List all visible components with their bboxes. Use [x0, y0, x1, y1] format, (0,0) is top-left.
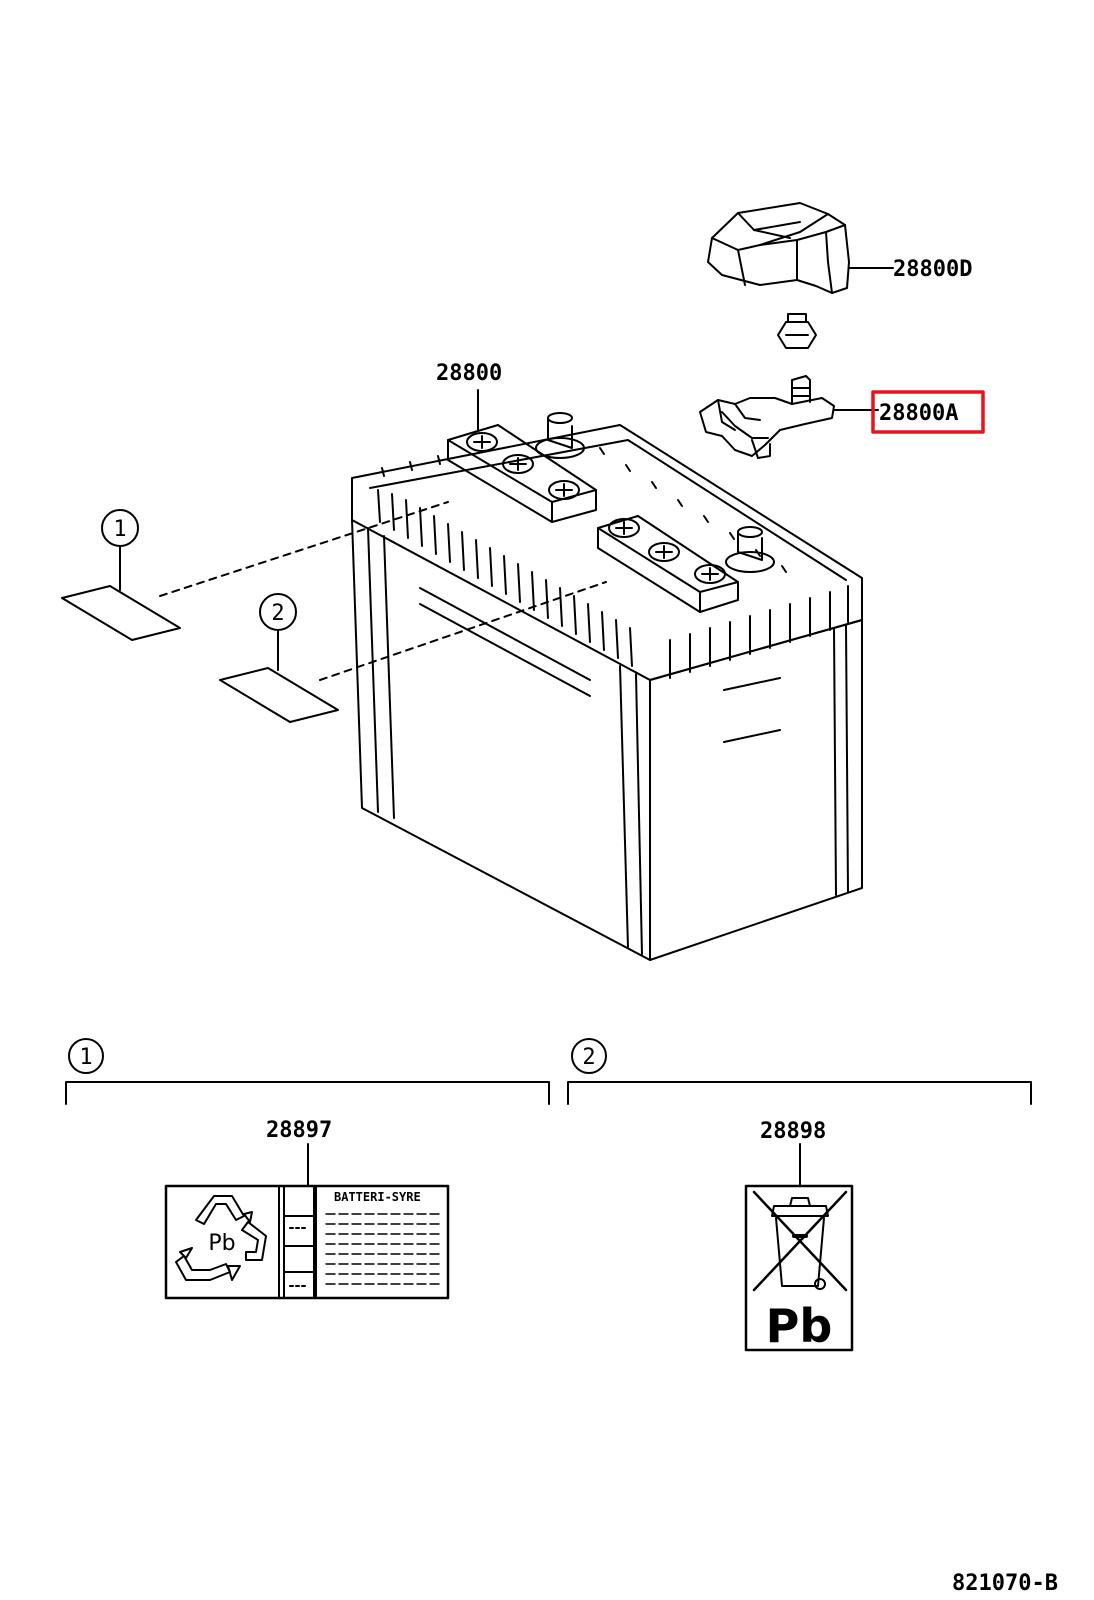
section-bracket-1	[65, 1038, 550, 1105]
recycling-label-drawing	[164, 1184, 450, 1300]
disposal-label-drawing	[744, 1184, 854, 1352]
vent-caps	[466, 432, 726, 584]
part-number-28800[interactable]: 28800	[436, 361, 502, 386]
part-number-28800D[interactable]: 28800D	[893, 257, 972, 282]
part-number-28800A[interactable]: 28800A	[879, 401, 958, 426]
battery-acid-header: BATTERI-SYRE	[334, 1190, 421, 1204]
label-sticker-2	[219, 593, 339, 723]
part-number-28898[interactable]: 28898	[760, 1119, 826, 1144]
callout-2-upper: 2	[271, 601, 284, 626]
terminal-nut-drawing	[777, 313, 817, 349]
section-bracket-2	[567, 1038, 1032, 1105]
terminal-cover-drawing	[707, 202, 850, 294]
lead-symbol-small: Pb	[208, 1231, 235, 1256]
callout-1-upper: 1	[113, 517, 126, 542]
terminal-clamp-drawing	[699, 375, 835, 459]
battery-drawing	[351, 412, 863, 961]
figure-code: 821070-B	[952, 1571, 1058, 1596]
part-highlight-box	[871, 390, 985, 434]
placement-leaders	[159, 501, 607, 681]
label-sticker-1	[61, 509, 181, 641]
callout-1-lower: 1	[79, 1045, 92, 1070]
part-number-28897[interactable]: 28897	[266, 1118, 332, 1143]
callout-2-lower: 2	[582, 1045, 595, 1070]
lead-symbol-large: Pb	[766, 1299, 833, 1353]
